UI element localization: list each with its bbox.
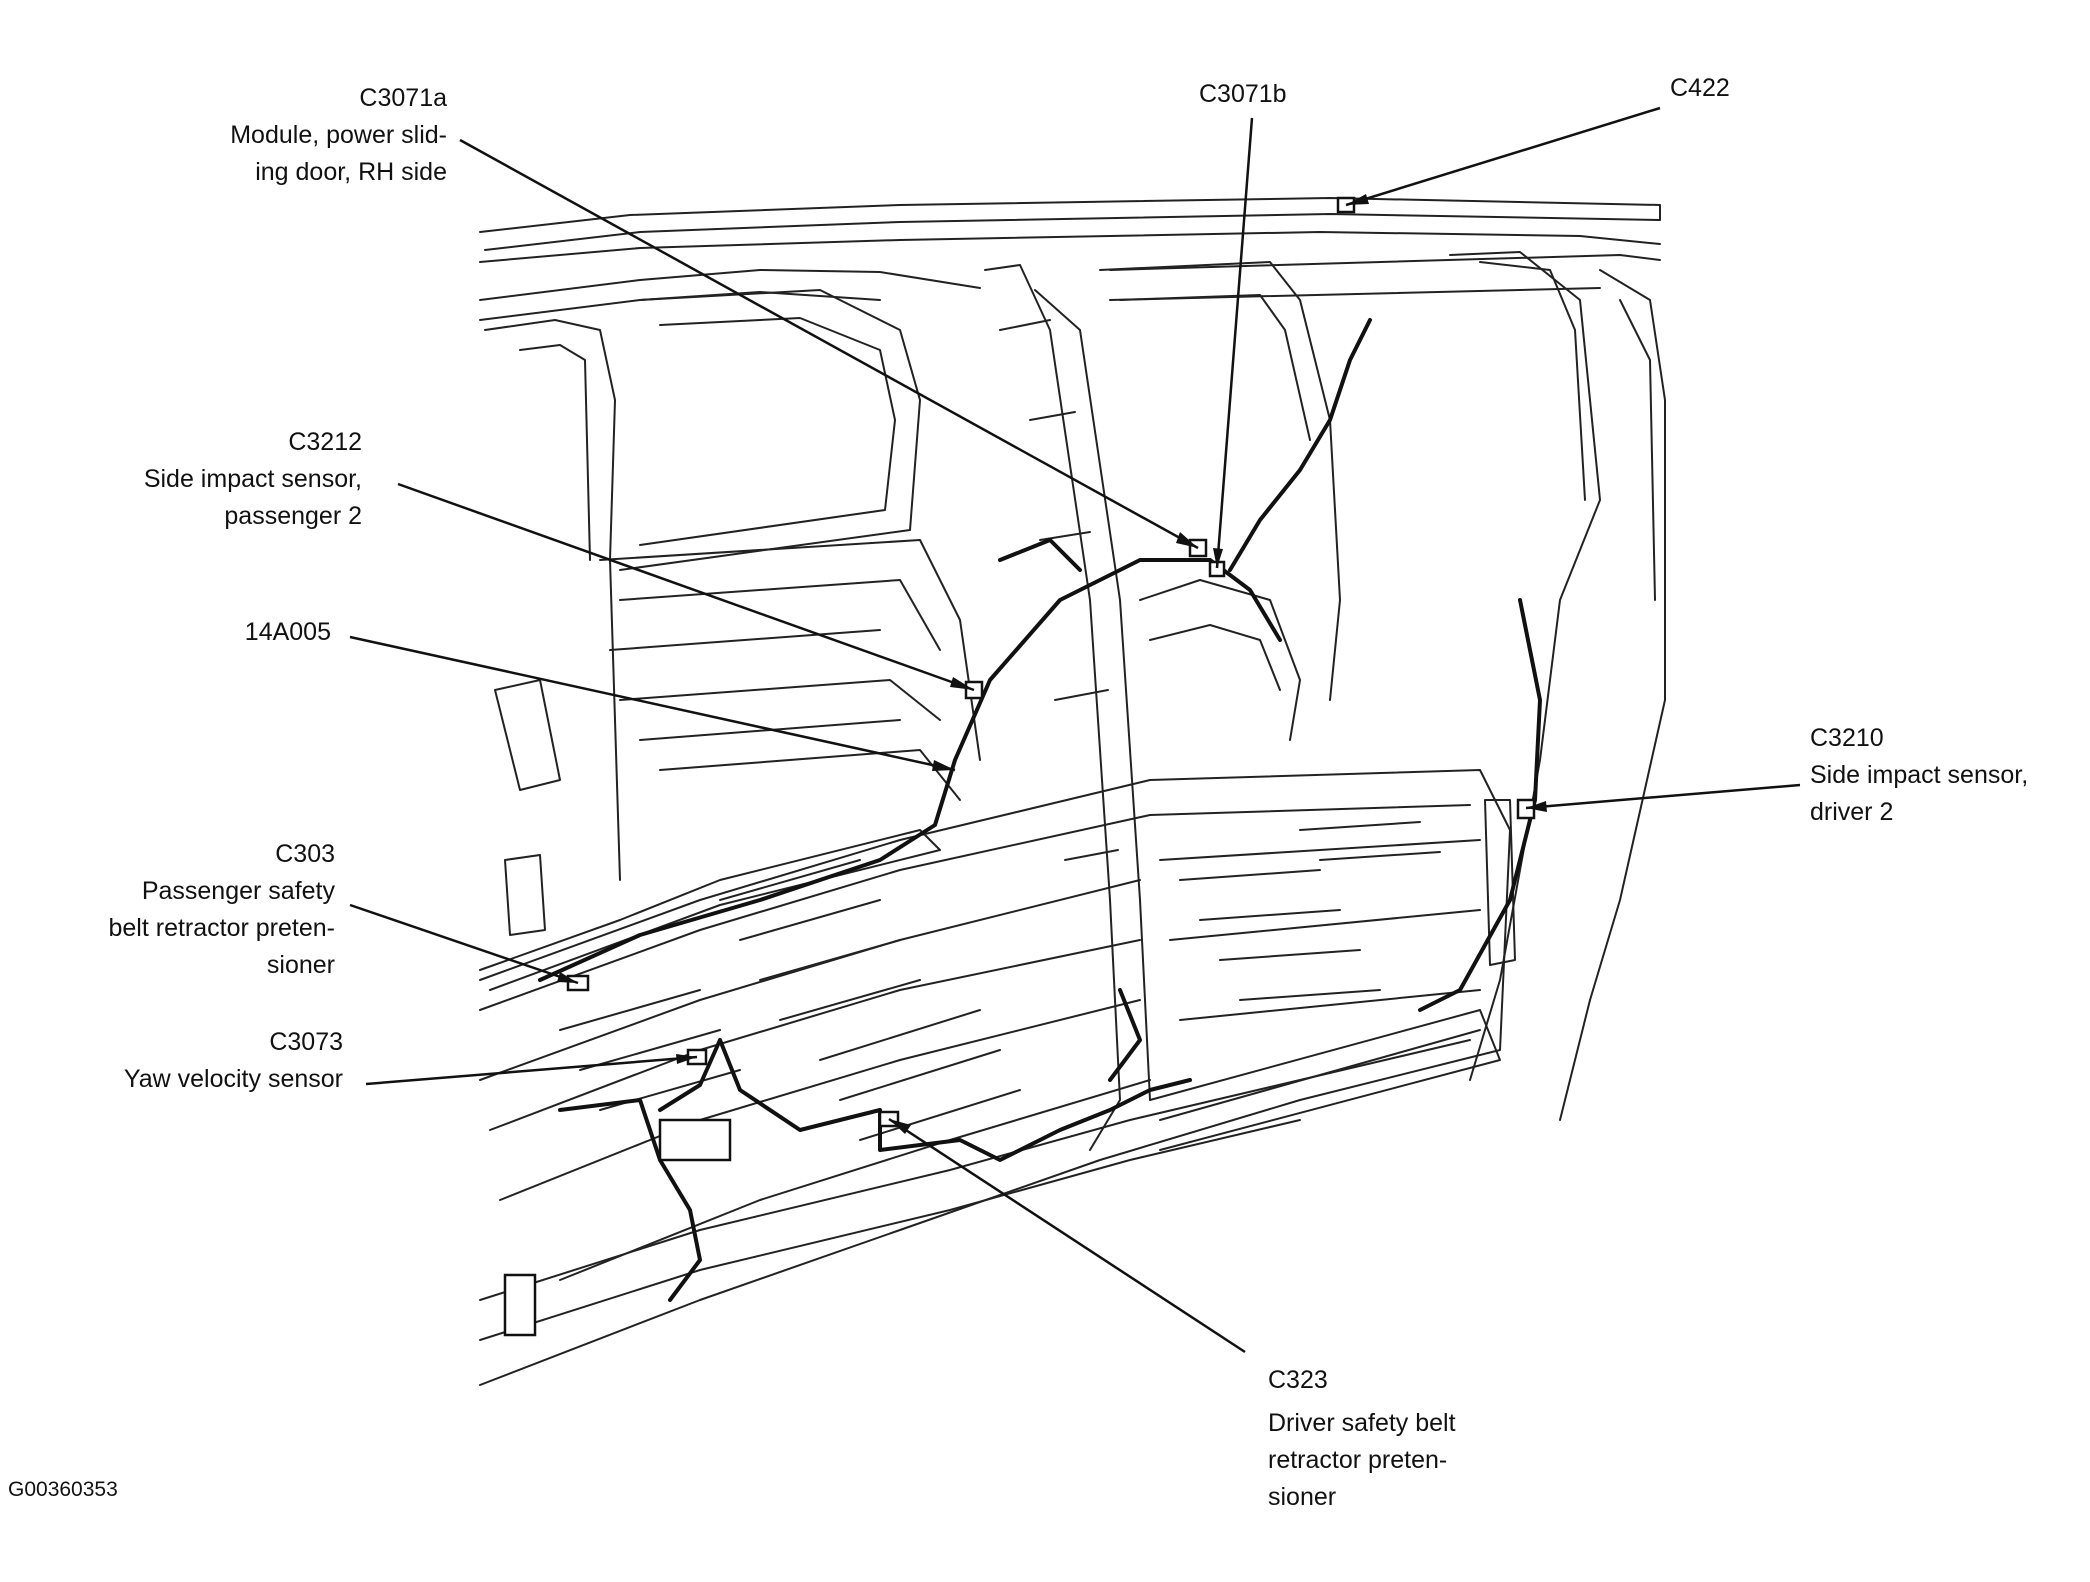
callout-c422: C422 xyxy=(1670,70,1730,107)
module-yaw xyxy=(658,1118,732,1162)
callout-desc: belt retractor preten- xyxy=(108,914,336,942)
callout-code: C323 xyxy=(1268,1366,1328,1394)
callout-c323: C323 Driver safety belt retractor preten… xyxy=(1268,1362,1456,1516)
callout-desc: sioner xyxy=(266,951,335,979)
callout-c3071a: C3071a Module, power slid- ing door, RH … xyxy=(230,80,447,191)
callout-code: C3210 xyxy=(1810,724,1884,752)
callout-c3212: C3212 Side impact sensor, passenger 2 xyxy=(144,424,362,535)
leader-c303 xyxy=(349,903,579,985)
callout-desc: Module, power slid- xyxy=(230,121,447,149)
callout-desc: Side impact sensor, xyxy=(1810,761,2029,789)
harness-rear xyxy=(1228,318,1372,572)
floor-pan xyxy=(479,769,1511,1386)
callout-desc: ing door, RH side xyxy=(255,158,447,186)
b-pillar xyxy=(984,264,1121,1151)
rear-door-frame xyxy=(1099,261,1341,701)
callout-c303: C303 Passenger safety belt retractor pre… xyxy=(109,836,336,984)
callout-desc: sioner xyxy=(1268,1483,1337,1511)
harness-cpillar xyxy=(1418,598,1542,1012)
c-pillar xyxy=(1449,251,1601,1081)
callout-code: C3071a xyxy=(359,84,447,112)
callout-14a005: 14A005 xyxy=(245,614,331,651)
front-door-frame xyxy=(484,319,621,881)
leader-c3212 xyxy=(397,482,975,692)
callout-desc: Side impact sensor, xyxy=(143,465,362,493)
callout-c3071b: C3071b xyxy=(1199,76,1287,113)
callout-desc: Yaw velocity sensor xyxy=(123,1065,343,1093)
callout-desc: retractor preten- xyxy=(1268,1446,1448,1474)
callout-desc: Passenger safety xyxy=(141,877,335,905)
callout-code: C3071b xyxy=(1199,80,1287,108)
callout-code: 14A005 xyxy=(244,618,331,646)
leader-c3210 xyxy=(1525,783,1801,810)
callout-desc: passenger 2 xyxy=(224,502,362,530)
callout-code: C303 xyxy=(275,840,335,868)
leader-c323 xyxy=(888,1117,1246,1354)
leader-c422 xyxy=(1345,106,1661,207)
leader-c3071a xyxy=(459,138,1199,550)
rocker-sill xyxy=(479,1039,1471,1301)
harness-floor-passenger xyxy=(558,1098,702,1302)
leader-c3071b xyxy=(1215,117,1254,569)
harness-floor-driver xyxy=(658,1038,1192,1162)
leader-c3073 xyxy=(365,1055,698,1086)
callout-desc: Driver safety belt xyxy=(1268,1409,1456,1437)
callout-c3073: C3073 Yaw velocity sensor xyxy=(124,1024,343,1098)
callout-code: C422 xyxy=(1670,74,1730,102)
callout-desc: driver 2 xyxy=(1810,798,1894,826)
callout-code: C3073 xyxy=(269,1028,343,1056)
leader-14a005 xyxy=(349,635,956,772)
figure-id: G00360353 xyxy=(8,1478,118,1501)
callout-c3210: C3210 Side impact sensor, driver 2 xyxy=(1810,720,2028,831)
callout-code: C3212 xyxy=(288,428,362,456)
roof-outline xyxy=(479,197,1661,251)
